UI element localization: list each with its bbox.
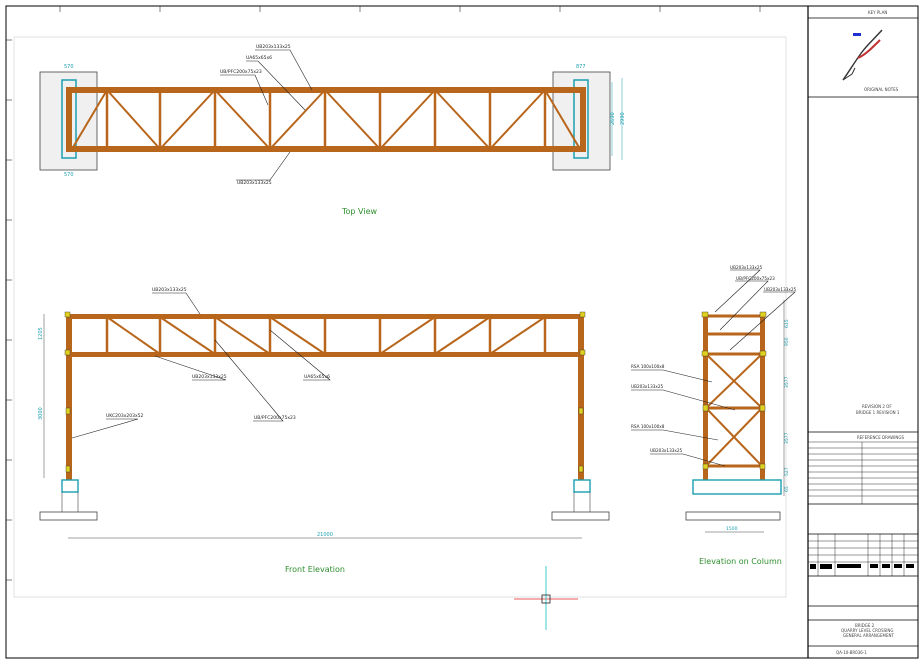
top-view: UB203x133x25 UA65x65x6 UB/PFC200x75x23 U… bbox=[39, 44, 626, 216]
front-diagonals bbox=[106, 316, 546, 355]
front-label-bottom-chord: UB203x133x25 bbox=[192, 374, 227, 380]
top-dim-left-top: 570 bbox=[64, 64, 74, 70]
top-dim-right-top: 877 bbox=[576, 64, 586, 70]
project-line-3: GENERAL ARRANGEMENT bbox=[843, 633, 894, 638]
key-plan-sub: ORIGINAL NOTES bbox=[864, 87, 899, 92]
column-elevation-title: Elevation on Column bbox=[699, 557, 782, 566]
left-end-member bbox=[66, 87, 72, 152]
top-view-right-column bbox=[573, 79, 589, 159]
top-dim-left-bottom: 570 bbox=[64, 172, 74, 178]
title-block: KEY PLAN ORIGINAL NOTES REVISION 2 OF BR… bbox=[808, 10, 918, 655]
top-view-left-column bbox=[61, 79, 77, 159]
top-label-b: UA65x65x6 bbox=[246, 55, 272, 61]
project-line-2: QUARRY LEVEL CROSSING bbox=[841, 628, 893, 633]
plan-diagonals bbox=[71, 89, 581, 150]
front-right-footing bbox=[551, 511, 610, 521]
col-label-g: UB203x133x25 bbox=[650, 448, 683, 453]
col-right-leg bbox=[760, 314, 765, 480]
drawing-number: QA-10-BR036-1 bbox=[836, 650, 867, 655]
reference-title: REFERENCE DRAWINGS bbox=[857, 435, 904, 440]
revision-table bbox=[808, 534, 918, 576]
top-dim-right-1: 2690 bbox=[610, 112, 616, 125]
top-dim-right-2: 2990 bbox=[620, 112, 626, 125]
front-elevation-title: Front Elevation bbox=[285, 565, 345, 574]
col-label-f: RSA 100x100x8 bbox=[631, 424, 665, 429]
col-label-d: RSA 100x100x8 bbox=[631, 364, 665, 369]
top-dim-lines bbox=[611, 78, 623, 160]
revision-sub: BRIDGE 1 REVISION 1 bbox=[856, 410, 900, 415]
sheet-border bbox=[5, 5, 919, 659]
col-label-b: UB/PFC200x75x23 bbox=[736, 276, 775, 281]
top-view-title: Top View bbox=[341, 207, 377, 216]
front-dim-lines bbox=[43, 314, 582, 539]
margin-ticks bbox=[6, 6, 761, 581]
front-label-column: UKC203x203x52 bbox=[106, 413, 144, 419]
col-leaders bbox=[631, 269, 796, 467]
col-label-e: UB203x133x25 bbox=[631, 384, 664, 389]
plan-verticals bbox=[105, 90, 547, 149]
front-nodes bbox=[64, 311, 586, 473]
front-label-bracing: UA65x65x6 bbox=[304, 374, 330, 380]
col-dim-2: 3577 bbox=[784, 376, 790, 388]
col-dim-3: 3577 bbox=[784, 432, 790, 444]
front-left-footing bbox=[39, 511, 98, 521]
front-right-baseplate bbox=[573, 479, 591, 493]
front-verticals bbox=[105, 317, 547, 354]
right-end-member bbox=[580, 87, 586, 152]
front-left-column bbox=[66, 314, 72, 480]
front-dim-span: 21000 bbox=[317, 532, 333, 538]
col-dim-4: 527 bbox=[784, 467, 790, 476]
key-plan bbox=[842, 29, 883, 81]
column-elevation: UB203x133x25 UB/PFC200x75x23 UB203x133x2… bbox=[631, 265, 797, 566]
col-nodes bbox=[701, 311, 767, 470]
revision-title: REVISION 2 OF bbox=[862, 404, 892, 409]
col-left-leg bbox=[703, 314, 708, 480]
project-line-1: BRIDGE 2 bbox=[855, 623, 875, 628]
front-top-chord bbox=[66, 314, 584, 319]
col-label-a: UB203x133x25 bbox=[730, 265, 763, 270]
top-label-c: UB/PFC200x75x23 bbox=[220, 69, 262, 75]
col-dim-width: 1500 bbox=[726, 526, 738, 532]
col-baseplate bbox=[692, 479, 782, 495]
front-label-diagonal: UB/PFC200x75x23 bbox=[254, 415, 296, 421]
top-view-leaders bbox=[220, 49, 313, 181]
cad-crosshair-cursor[interactable] bbox=[514, 566, 578, 630]
front-bottom-chord bbox=[66, 352, 584, 357]
top-label-a: UB203x133x25 bbox=[256, 44, 291, 50]
front-dim-depth: 1205 bbox=[38, 327, 44, 340]
col-horizontals bbox=[705, 314, 763, 468]
top-label-d: UB203x133x25 bbox=[237, 180, 272, 186]
revision-entries bbox=[810, 564, 914, 569]
front-left-baseplate bbox=[61, 479, 79, 493]
drawing-area-border bbox=[13, 36, 787, 598]
front-leaders bbox=[71, 292, 331, 439]
col-label-c: UB203x133x25 bbox=[764, 287, 797, 292]
front-right-column bbox=[578, 314, 584, 480]
col-dim-1: 950 bbox=[784, 337, 790, 346]
key-plan-label: KEY PLAN bbox=[868, 10, 887, 15]
reference-table bbox=[808, 441, 918, 504]
front-label-top-chord: UB203x133x25 bbox=[152, 287, 187, 293]
col-dim-0: 615 bbox=[784, 319, 790, 328]
col-dim-5: 65 bbox=[784, 486, 790, 492]
col-footing bbox=[685, 511, 781, 521]
front-dim-height: 3000 bbox=[38, 407, 44, 420]
front-elevation: 1205 3000 21000 UB203x133x25 UB203x133x2… bbox=[38, 287, 610, 574]
col-bracing bbox=[705, 353, 763, 467]
